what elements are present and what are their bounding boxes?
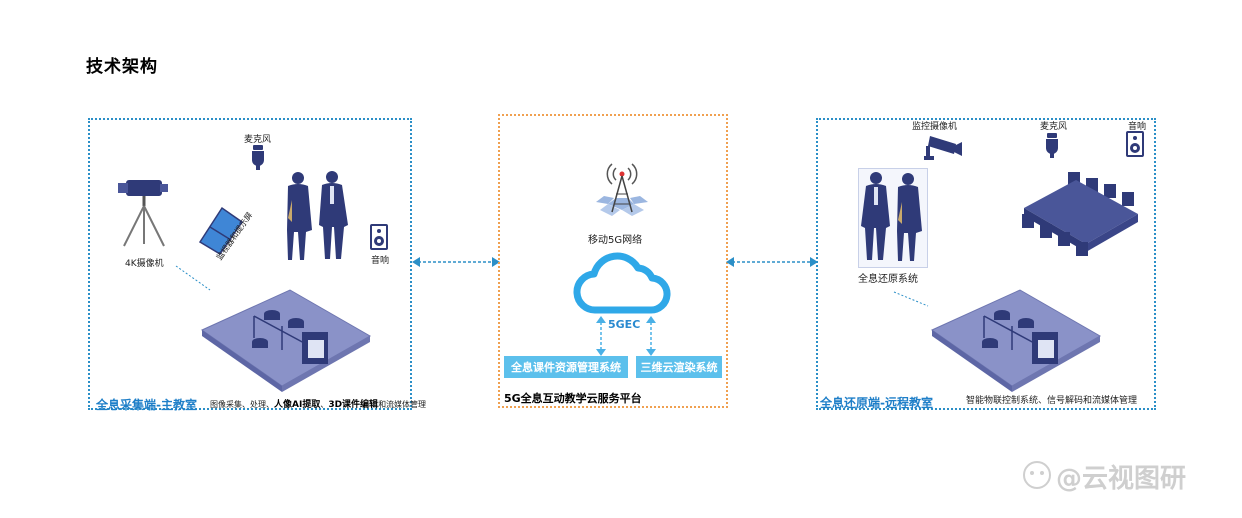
remote-panel-description: 智能物联控制系统、信号解码和流媒体管理 xyxy=(966,396,1138,406)
right-speaker-label: 音响 xyxy=(1128,122,1147,132)
right-bidirectional-arrow xyxy=(726,257,818,267)
cloud-platform-caption: 5G全息互动教学云服务平台 xyxy=(504,392,642,405)
microphone-icon xyxy=(252,145,264,170)
monitor-icon xyxy=(198,206,244,256)
courseware-system-box: 全息课件资源管理系统 xyxy=(504,356,628,378)
left-microphone-label: 麦克风 xyxy=(244,135,272,145)
gec-right-arrow xyxy=(646,316,656,356)
watermark-logo-icon xyxy=(1023,461,1051,489)
right-microphone-icon xyxy=(1046,133,1058,158)
hologram-figures-icon xyxy=(861,172,922,261)
capture-panel-title: 全息采集端-主教室 xyxy=(96,398,197,412)
presenter-figures-icon xyxy=(287,171,348,260)
cloud-icon xyxy=(573,252,671,314)
page-title: 技术架构 xyxy=(86,57,158,77)
capture-panel-description: 图像采集、处理、人像AI提取、3D课件编辑和流媒体管理 xyxy=(210,397,426,410)
5g-tower-icon xyxy=(596,163,648,216)
left-speaker-label: 音响 xyxy=(371,256,390,266)
conference-table-icon xyxy=(1022,172,1138,256)
left-bidirectional-arrow xyxy=(412,257,500,267)
5gec-label: 5GEC xyxy=(608,318,641,331)
right-microphone-label: 麦克风 xyxy=(1040,122,1068,132)
cloud-platform-panel xyxy=(498,114,728,408)
capture-panel xyxy=(88,118,412,410)
camera-icon xyxy=(118,180,168,247)
hologram-system-label: 全息还原系统 xyxy=(858,274,918,285)
desc-ai-extraction: 人像AI提取 xyxy=(274,400,321,410)
surveillance-camera-label: 监控摄像机 xyxy=(912,122,958,132)
watermark-text: @云视图研 xyxy=(1056,464,1187,494)
remote-panel xyxy=(816,118,1156,410)
desc-prefix: 图像采集、处理、 xyxy=(210,400,274,409)
remote-panel-title: 全息还原端-远程教室 xyxy=(820,396,933,410)
surveillance-camera-icon xyxy=(924,136,962,160)
right-server-platform-icon xyxy=(930,289,1102,392)
dotted-connector xyxy=(175,265,211,291)
5g-network-label: 移动5G网络 xyxy=(588,235,643,246)
speaker-icon xyxy=(370,224,388,250)
right-speaker-icon xyxy=(1126,131,1144,157)
camera-label: 4K摄像机 xyxy=(125,259,164,269)
desc-3d-editing: 3D课件编辑 xyxy=(328,400,379,410)
server-platform-icon xyxy=(200,289,372,392)
gec-left-arrow xyxy=(596,316,606,356)
cloud-rendering-system-box: 三维云渲染系统 xyxy=(636,356,722,378)
desc-separator: 、 xyxy=(320,400,329,409)
desc-suffix: 和流媒体管理 xyxy=(378,400,427,409)
